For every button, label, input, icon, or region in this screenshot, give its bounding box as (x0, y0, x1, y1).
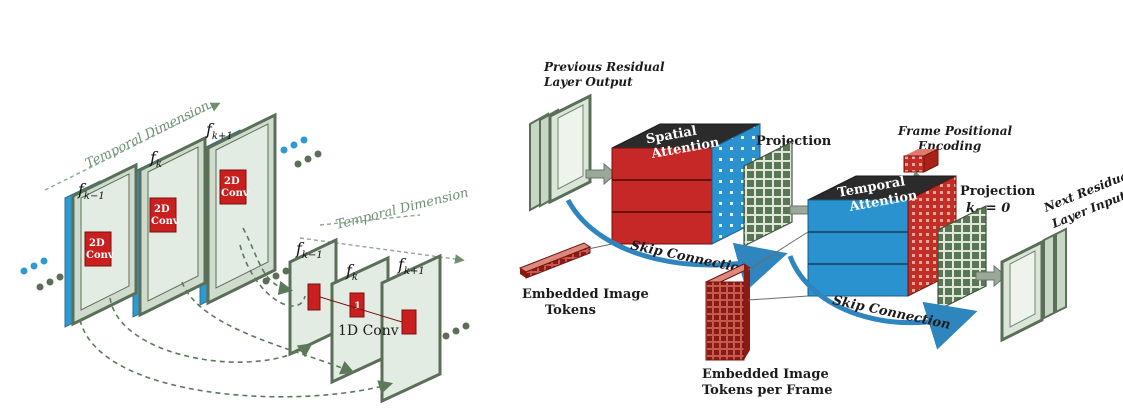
frame-label-bottom-k-plus-1: fk+1 (397, 255, 425, 277)
conv2d-kernel-k (149, 197, 177, 233)
embedded-image-tokens-label-line2: Tokens (545, 303, 596, 318)
conv2d-kernel-k-plus-1 (219, 169, 247, 205)
dashed-arrow-k-plus-1-b (242, 227, 294, 296)
frame-label-top-k-minus-1: fk−1 (77, 180, 105, 202)
output-arrow (975, 264, 1007, 288)
conv1d-label: 1D Conv (338, 323, 399, 339)
frame-positional-cube (903, 148, 939, 173)
projection-grid-2 (937, 205, 987, 311)
temporal-dimension-label-bottom: Temporal Dimension (334, 185, 470, 232)
conv2d-label-k-plus-1: 2D (224, 176, 240, 187)
embedded-image-tokens-label-line1: Embedded Image (522, 287, 649, 302)
previous-residual-stack (529, 93, 592, 212)
right-attention-diagram: Previous Residual Layer Output Spatial A… (518, 60, 1123, 398)
skip-connection-arrow-2 (787, 255, 978, 350)
skip-connection-arrow-1 (565, 198, 788, 291)
top-frame-group-k-plus-1: 2D Conv (199, 112, 277, 306)
bottom-frame-group-k: 1 (330, 255, 390, 385)
embedded-tokens-per-frame-label-line2: Tokens per Frame (702, 383, 832, 398)
top-frame-group-k-minus-1: 2D Conv (64, 162, 138, 328)
svg-text:Conv: Conv (221, 188, 250, 199)
left-conv-diagram: Temporal Dimension 2D Conv 2D Conv 2D Co… (20, 98, 470, 404)
previous-residual-label-line2: Layer Output (543, 75, 633, 89)
ellipsis-dots-left (20, 257, 64, 291)
next-residual-stack (1000, 227, 1067, 343)
bottom-frame-group-k-plus-1 (380, 253, 442, 404)
frame-positional-label-line1: Frame Positional (897, 124, 1013, 138)
embedded-image-tokens-bar (518, 242, 592, 279)
frame-label-bottom-k: fk (345, 261, 358, 283)
projection-label-1: Projection (756, 134, 832, 149)
dashed-arrow-k-minus-1 (109, 297, 313, 363)
projection-grid-1 (743, 141, 793, 247)
frame-label-bottom-k-minus-1: fk−1 (295, 239, 323, 261)
temporal-attention-block: Temporal Attention (807, 174, 957, 297)
temporal-dimension-arrow-bottom (299, 237, 465, 264)
frame-label-top-k: fk (149, 148, 162, 170)
svg-text:2D: 2D (89, 238, 105, 249)
frame-label-top-k-plus-1: fk+1 (205, 120, 233, 142)
svg-text:Conv: Conv (151, 216, 180, 227)
embedded-tokens-per-frame-block (704, 263, 752, 361)
svg-text:1: 1 (354, 301, 361, 312)
top-frame-group-k: 2D Conv (132, 135, 207, 318)
svg-text:2D: 2D (154, 204, 170, 215)
bottom-frame-group-k-minus-1 (288, 237, 338, 357)
dashed-arrow-outer (79, 319, 394, 398)
ellipsis-dots-right (280, 136, 322, 168)
spatial-attention-block: Spatial Attention (611, 123, 761, 245)
ellipsis-dots-bottom-left (262, 267, 290, 285)
svg-text:Conv: Conv (86, 250, 115, 261)
embedded-tokens-per-frame-label-line1: Embedded Image (702, 367, 829, 382)
dashed-arrow-k-plus-1-a (239, 244, 306, 307)
conv1d-connector (319, 296, 403, 323)
previous-residual-label-line1: Previous Residual (543, 60, 665, 74)
conv2d-kernel-k-minus-1 (84, 231, 112, 267)
dashed-arrow-k (181, 281, 355, 375)
ellipsis-dots-bottom-right (442, 322, 470, 340)
input-arrow (585, 162, 617, 186)
projection-label-2: Projection (960, 184, 1036, 199)
